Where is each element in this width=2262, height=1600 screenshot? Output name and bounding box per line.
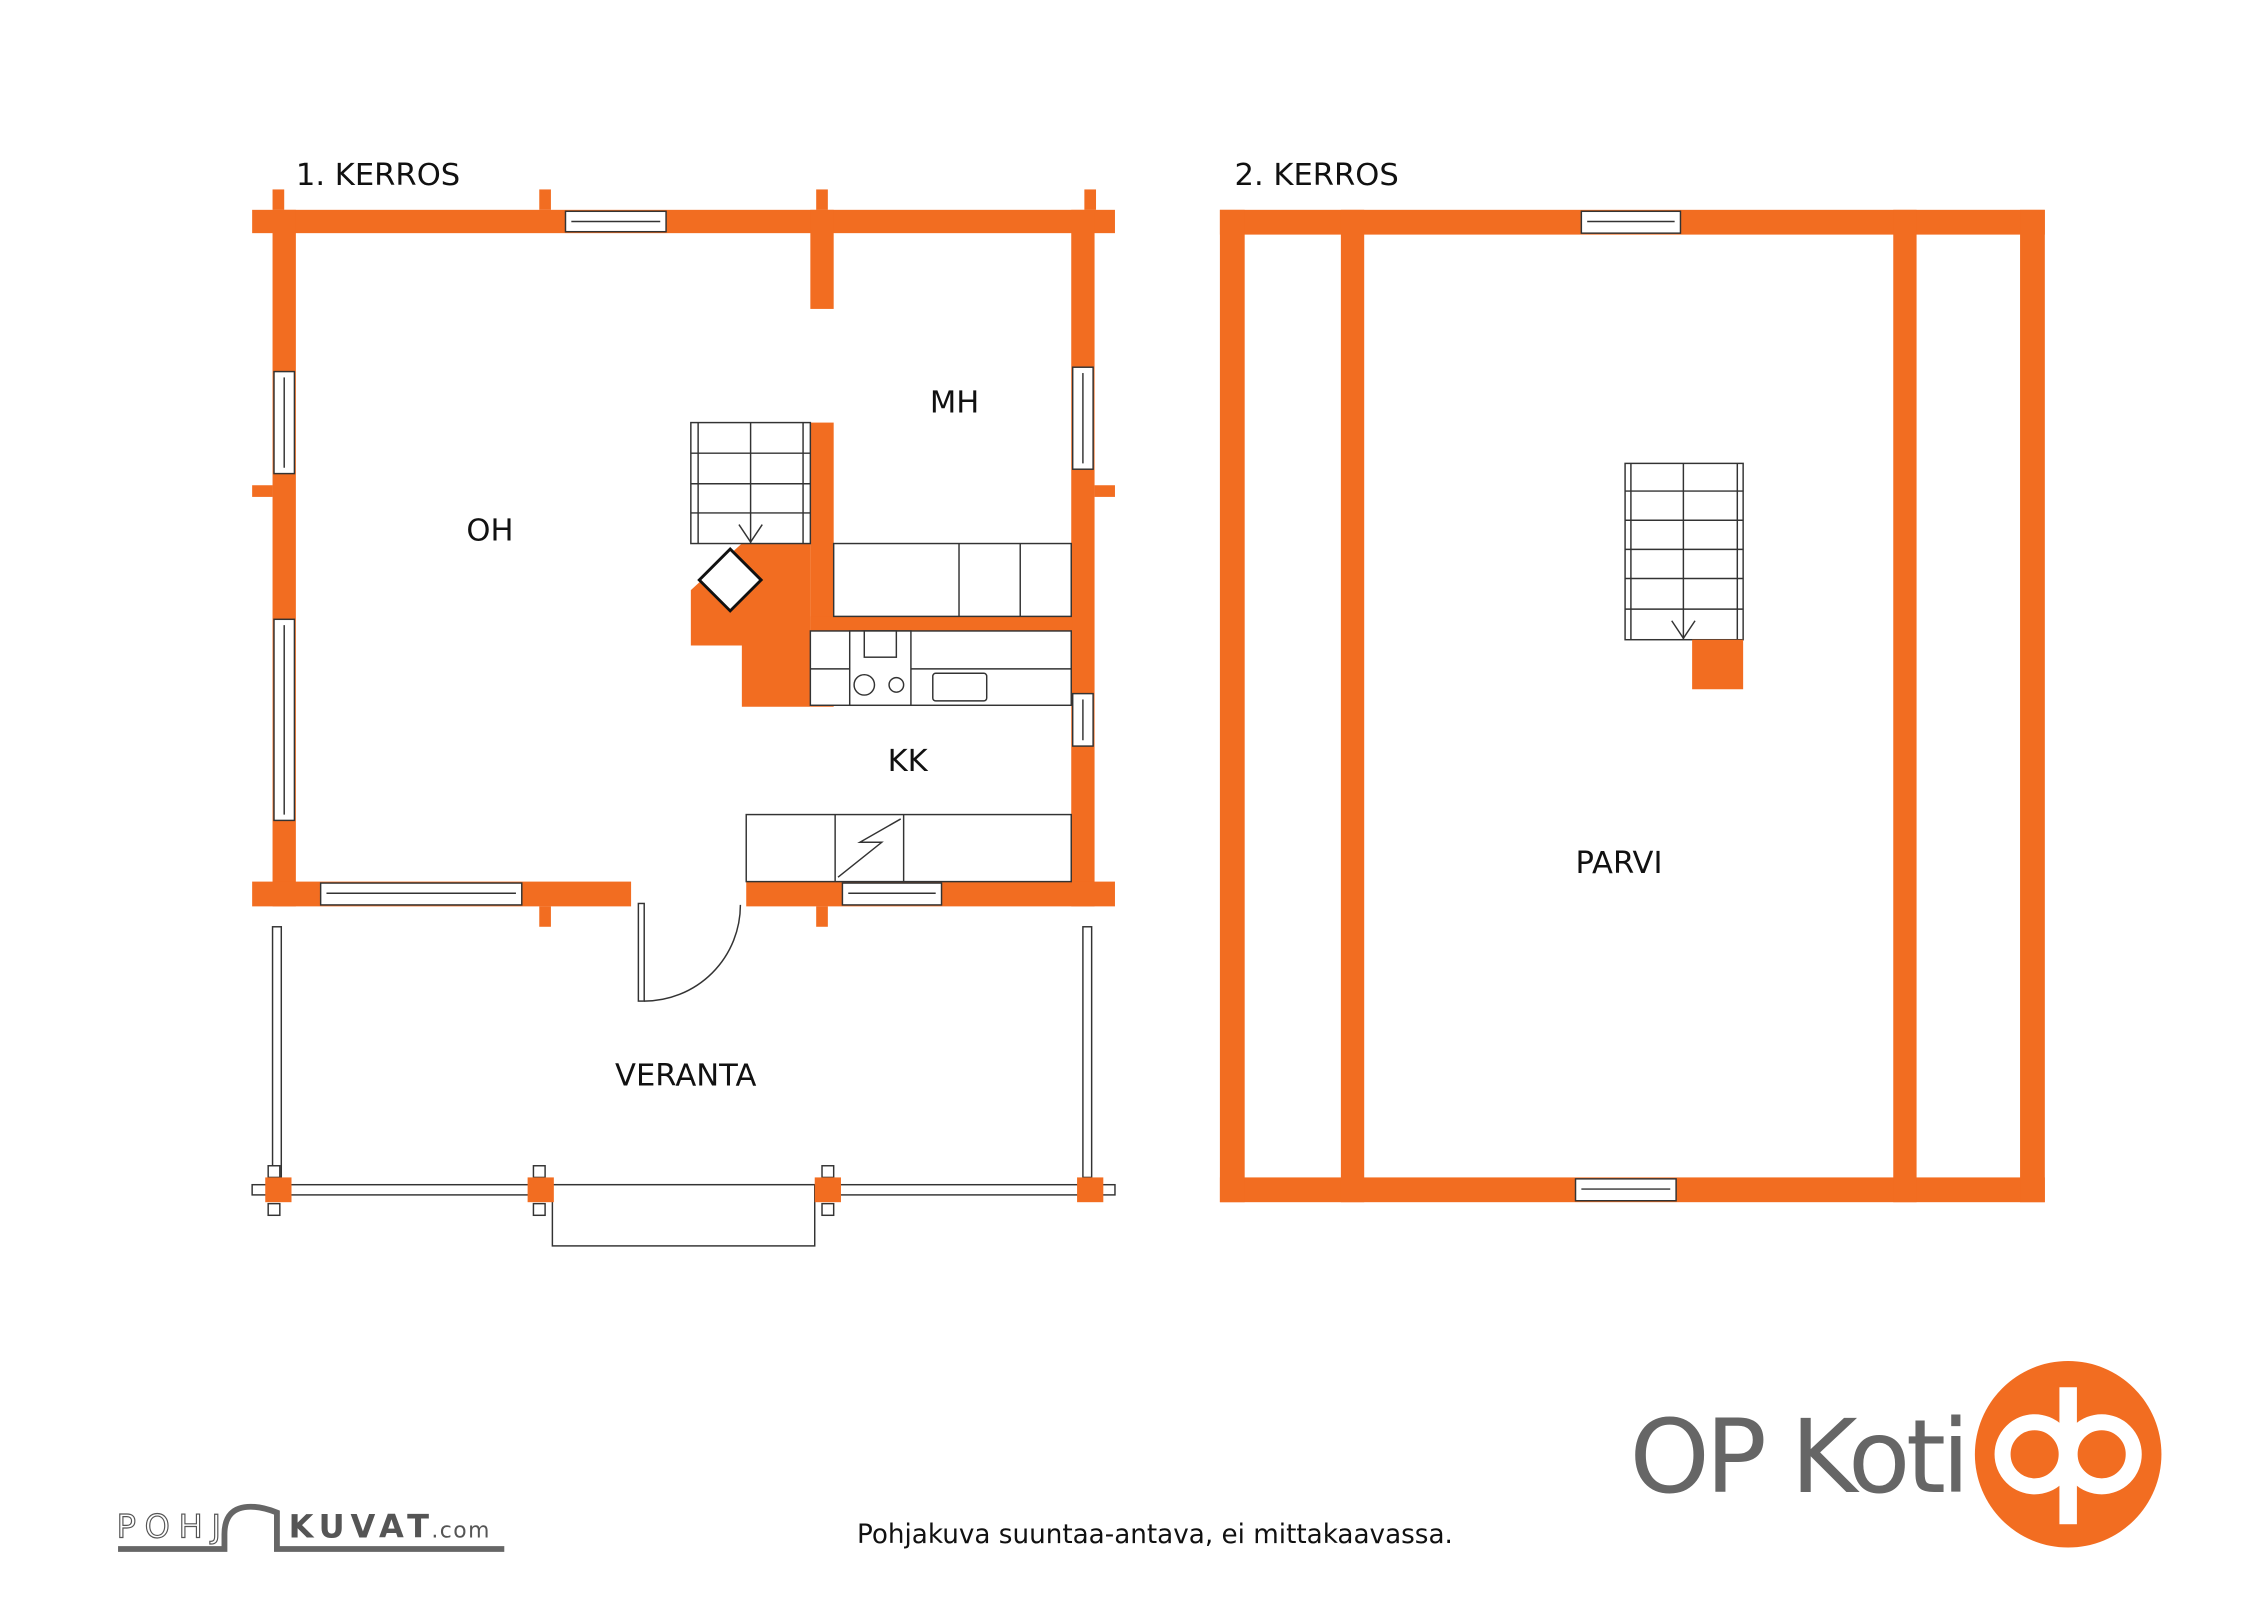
fireplace-opening <box>697 546 764 613</box>
kitchen-counter <box>745 630 1072 883</box>
svg-text:.com: .com <box>431 1518 490 1543</box>
room-label-parvi: PARVI <box>1576 846 1663 881</box>
staircase <box>690 421 812 545</box>
floor-2-title: 2. KERROS <box>1234 158 1398 193</box>
svg-text:KUVAT: KUVAT <box>289 1507 435 1545</box>
room-label-mh: MH <box>930 385 979 420</box>
veranda <box>251 926 1116 1247</box>
pohjakuvat-logo: POHJ KUVAT .com <box>116 1503 505 1552</box>
room-label-kk: KK <box>888 744 929 779</box>
windows <box>273 210 1094 906</box>
interior-wall <box>810 209 834 309</box>
staircase <box>1624 462 1744 641</box>
floor-1-plan: 1. KERROS <box>251 158 1116 1247</box>
windows <box>1574 210 1682 1202</box>
wall <box>252 209 1115 234</box>
fireplace <box>690 542 811 707</box>
wardrobes <box>832 542 1072 618</box>
op-koti-brand: OP Koti <box>1629 1398 1965 1517</box>
entrance-door <box>637 902 742 1002</box>
floor-2-plan: 2. KERROS PARVI <box>1219 158 2045 1203</box>
room-label-veranta: VERANTA <box>615 1059 756 1094</box>
room-label-oh: OH <box>466 514 513 549</box>
floor-1-title: 1. KERROS <box>296 158 460 193</box>
wall <box>1071 209 1095 907</box>
op-logo <box>1974 1361 2162 1548</box>
svg-text:POHJ: POHJ <box>117 1507 230 1545</box>
disclaimer: Pohjakuva suuntaa-antava, ei mittakaavas… <box>857 1520 1453 1550</box>
